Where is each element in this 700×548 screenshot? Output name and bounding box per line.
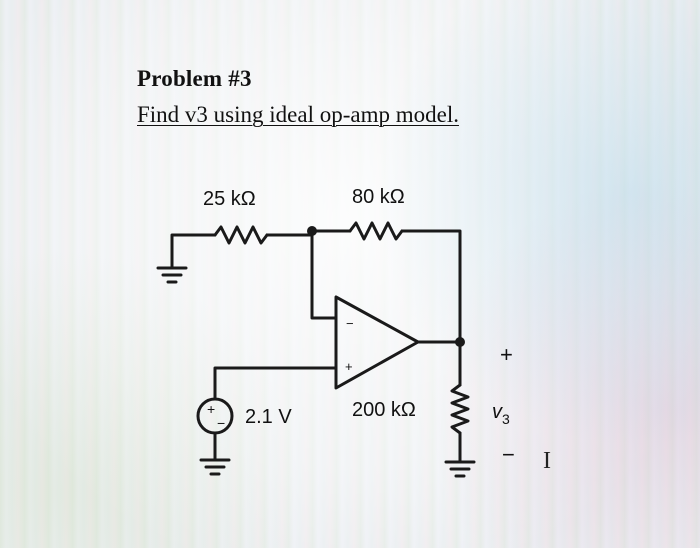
op-amp-inverting-sign: − bbox=[346, 316, 354, 331]
resistor-200k-label: 200 kΩ bbox=[352, 399, 416, 421]
resistor-80k: 80 kΩ bbox=[310, 186, 462, 344]
resistor-25k-label: 25 kΩ bbox=[203, 188, 256, 210]
voltage-source-2v1: + − 2.1 V bbox=[196, 397, 292, 462]
resistor-80k-label: 80 kΩ bbox=[352, 186, 405, 208]
resistor-25k: 25 kΩ bbox=[203, 188, 269, 245]
problem-title: Problem #3 bbox=[137, 66, 252, 91]
ground-symbol-left bbox=[156, 233, 217, 284]
output-plus-sign: + bbox=[500, 342, 513, 367]
output-minus-sign: − bbox=[502, 442, 515, 467]
op-amp-noninverting-sign: + bbox=[345, 359, 353, 374]
problem-statement: Find v3 using ideal op-amp model. bbox=[137, 102, 459, 127]
source-plus-sign: + bbox=[207, 401, 215, 417]
ground-symbol-load bbox=[444, 460, 476, 478]
ground-symbol-source bbox=[199, 458, 231, 476]
text-cursor-icon: I bbox=[543, 448, 551, 474]
source-minus-sign: − bbox=[217, 415, 225, 431]
source-voltage-label: 2.1 V bbox=[245, 406, 292, 428]
output-voltage-annotation: + v3 − bbox=[492, 342, 515, 467]
wire-node-to-inverting bbox=[310, 229, 338, 320]
output-variable-label: v3 bbox=[492, 401, 510, 427]
wire-noninverting-to-source bbox=[213, 366, 338, 400]
op-amp: − + bbox=[334, 295, 420, 390]
resistor-200k: 200 kΩ bbox=[352, 340, 470, 464]
